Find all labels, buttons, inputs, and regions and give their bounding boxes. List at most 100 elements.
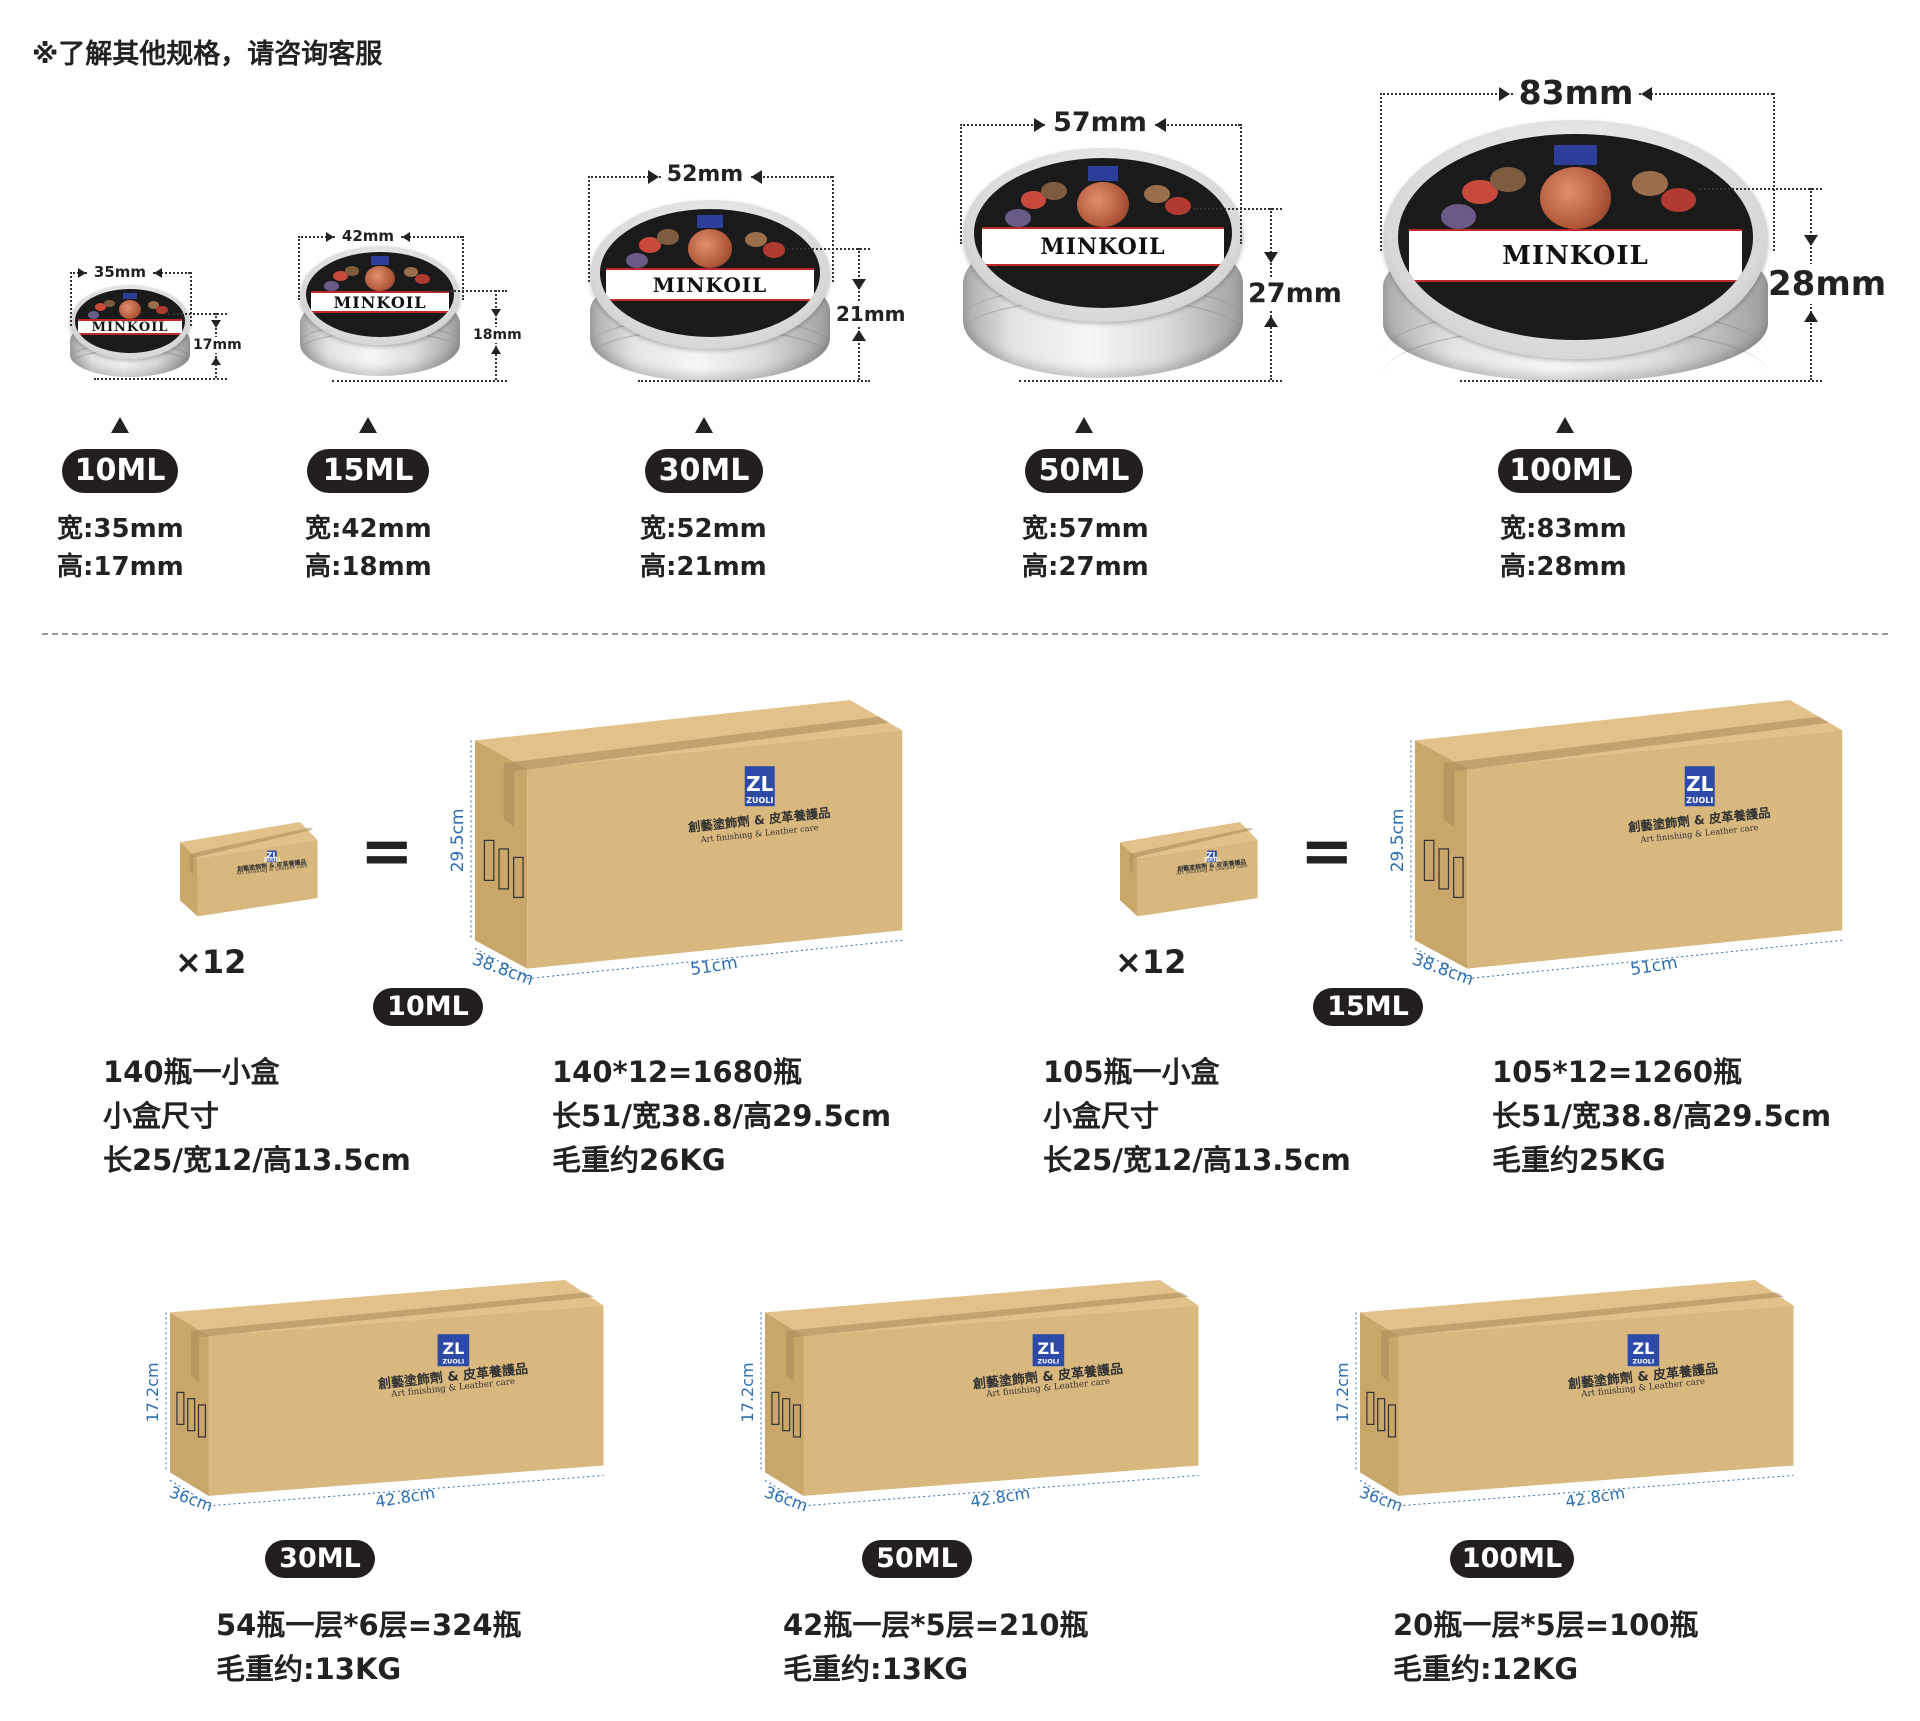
width-arrow-right [77,268,86,278]
carton-side [475,740,528,969]
zl-logo-subtext: ZUOLI [746,796,773,805]
zl-logo-text: ZL [1633,1339,1655,1358]
width-spec: 宽:57mm [1022,514,1149,544]
width-extension-line [462,236,464,301]
carton-front [803,1305,1199,1496]
zl-logo-block [744,766,775,807]
pointer-arrow [1556,417,1574,433]
carton-length-label: 42.8cm [1564,1483,1626,1511]
volume-badge: 100ML [1450,1540,1574,1578]
small-box-info-line: 长25/宽12/高13.5cm [1043,1143,1351,1177]
label-decoration [762,242,786,258]
brand-badge [696,215,724,229]
width-extension-line [70,272,72,326]
carton-tape [189,827,314,858]
width-spec: 宽:35mm [57,514,184,544]
height-arrow-down [211,319,221,328]
carton-tape-side [503,763,515,828]
width-spec: 宽:52mm [640,514,767,544]
label-decoration [403,267,419,278]
label-decoration [94,303,106,312]
height-dimension-label: 18mm [473,326,522,343]
carton-tape-side [191,1330,199,1382]
label-decoration [626,252,649,268]
label-decoration [639,237,662,253]
height-extension-line [332,380,507,382]
product-name-band: MINKOIL [981,227,1225,267]
this-way-up-icon [483,839,495,881]
keep-dry-icon [513,856,524,899]
tin-label: MINKOIL [306,251,454,338]
master-box-info-line: 长51/宽38.8/高29.5cm [552,1099,892,1133]
tin-lid: MINKOIL [70,285,190,359]
zl-logo-block [1627,1334,1660,1367]
tin-label: MINKOIL [599,208,821,338]
label-decoration [88,311,100,319]
mink-oil-image [365,265,395,292]
width-dimension-label: 57mm [1047,107,1153,139]
label-decoration [344,265,360,276]
packing-info-line: 42瓶一层*5层=210瓶 [783,1608,1089,1642]
carton-front [1137,840,1258,917]
master-box-info-line: 毛重约26KG [552,1143,726,1177]
width-extension-line [960,124,962,244]
label-decoration [415,274,431,285]
pointer-arrow [111,417,129,433]
carton-side [1360,1312,1399,1496]
zl-logo-subtext: ZUOLI [1204,857,1221,863]
this-way-up-icon [771,1391,780,1426]
brand-badge [123,292,137,299]
zl-logo-block [1684,766,1715,807]
tin-label: MINKOIL [974,158,1232,309]
carton-tape-side [1129,853,1134,875]
small-box-info-line: 小盒尺寸 [1043,1099,1160,1133]
carton-length-label: 51cm [1629,953,1679,980]
carton-length-line [1398,1474,1794,1507]
label-decoration [1005,209,1031,228]
height-arrow-up [1804,311,1818,323]
volume-badge: 100ML [1498,449,1632,493]
width-arrow-right [647,170,659,184]
keep-dry-icon [1387,1404,1397,1438]
brand-badge [371,256,389,265]
master-box-info-line: 毛重约25KG [1492,1143,1666,1177]
label-decoration [1440,204,1477,229]
label-decoration [657,229,680,245]
this-way-up-icon [176,1391,185,1426]
height-spec: 高:21mm [640,552,767,582]
equals-sign: = [1300,815,1354,889]
carton-tape [1381,1292,1784,1338]
zl-logo-subtext: ZUOLI [264,857,281,863]
width-arrow-right [1033,118,1045,132]
zl-logo-text: ZL [443,1339,465,1358]
small-box-info-line: 105瓶一小盒 [1043,1055,1220,1089]
label-decoration [1041,182,1067,201]
width-extension-line [298,236,300,301]
width-dimension-label: 35mm [87,262,153,281]
equals-sign: = [360,815,414,889]
carton-top [1415,700,1843,769]
mink-oil-image [1540,167,1611,229]
tin-15ml: MINKOIL [300,246,460,376]
this-way-up-icon [1423,839,1435,881]
zl-logo-subtext: ZUOLI [1686,796,1713,805]
height-extension-line [1698,188,1822,190]
master-box-info-line: 140*12=1680瓶 [552,1055,803,1089]
height-dimension-label: 21mm [836,302,906,326]
carton-tape [786,1292,1189,1338]
label-decoration [745,232,768,248]
mink-oil-image [687,229,733,268]
label-decoration [1490,167,1526,192]
label-decoration [1660,187,1696,213]
label-decoration [332,270,348,281]
this-way-up-icon [1366,1391,1375,1426]
zl-logo-block [1032,1334,1065,1367]
carton-length-label: 42.8cm [374,1483,436,1511]
height-extension-line [94,378,227,380]
carton-top [170,1280,604,1336]
zl-logo-text: ZL [1038,1339,1060,1358]
carton-side [180,842,198,917]
